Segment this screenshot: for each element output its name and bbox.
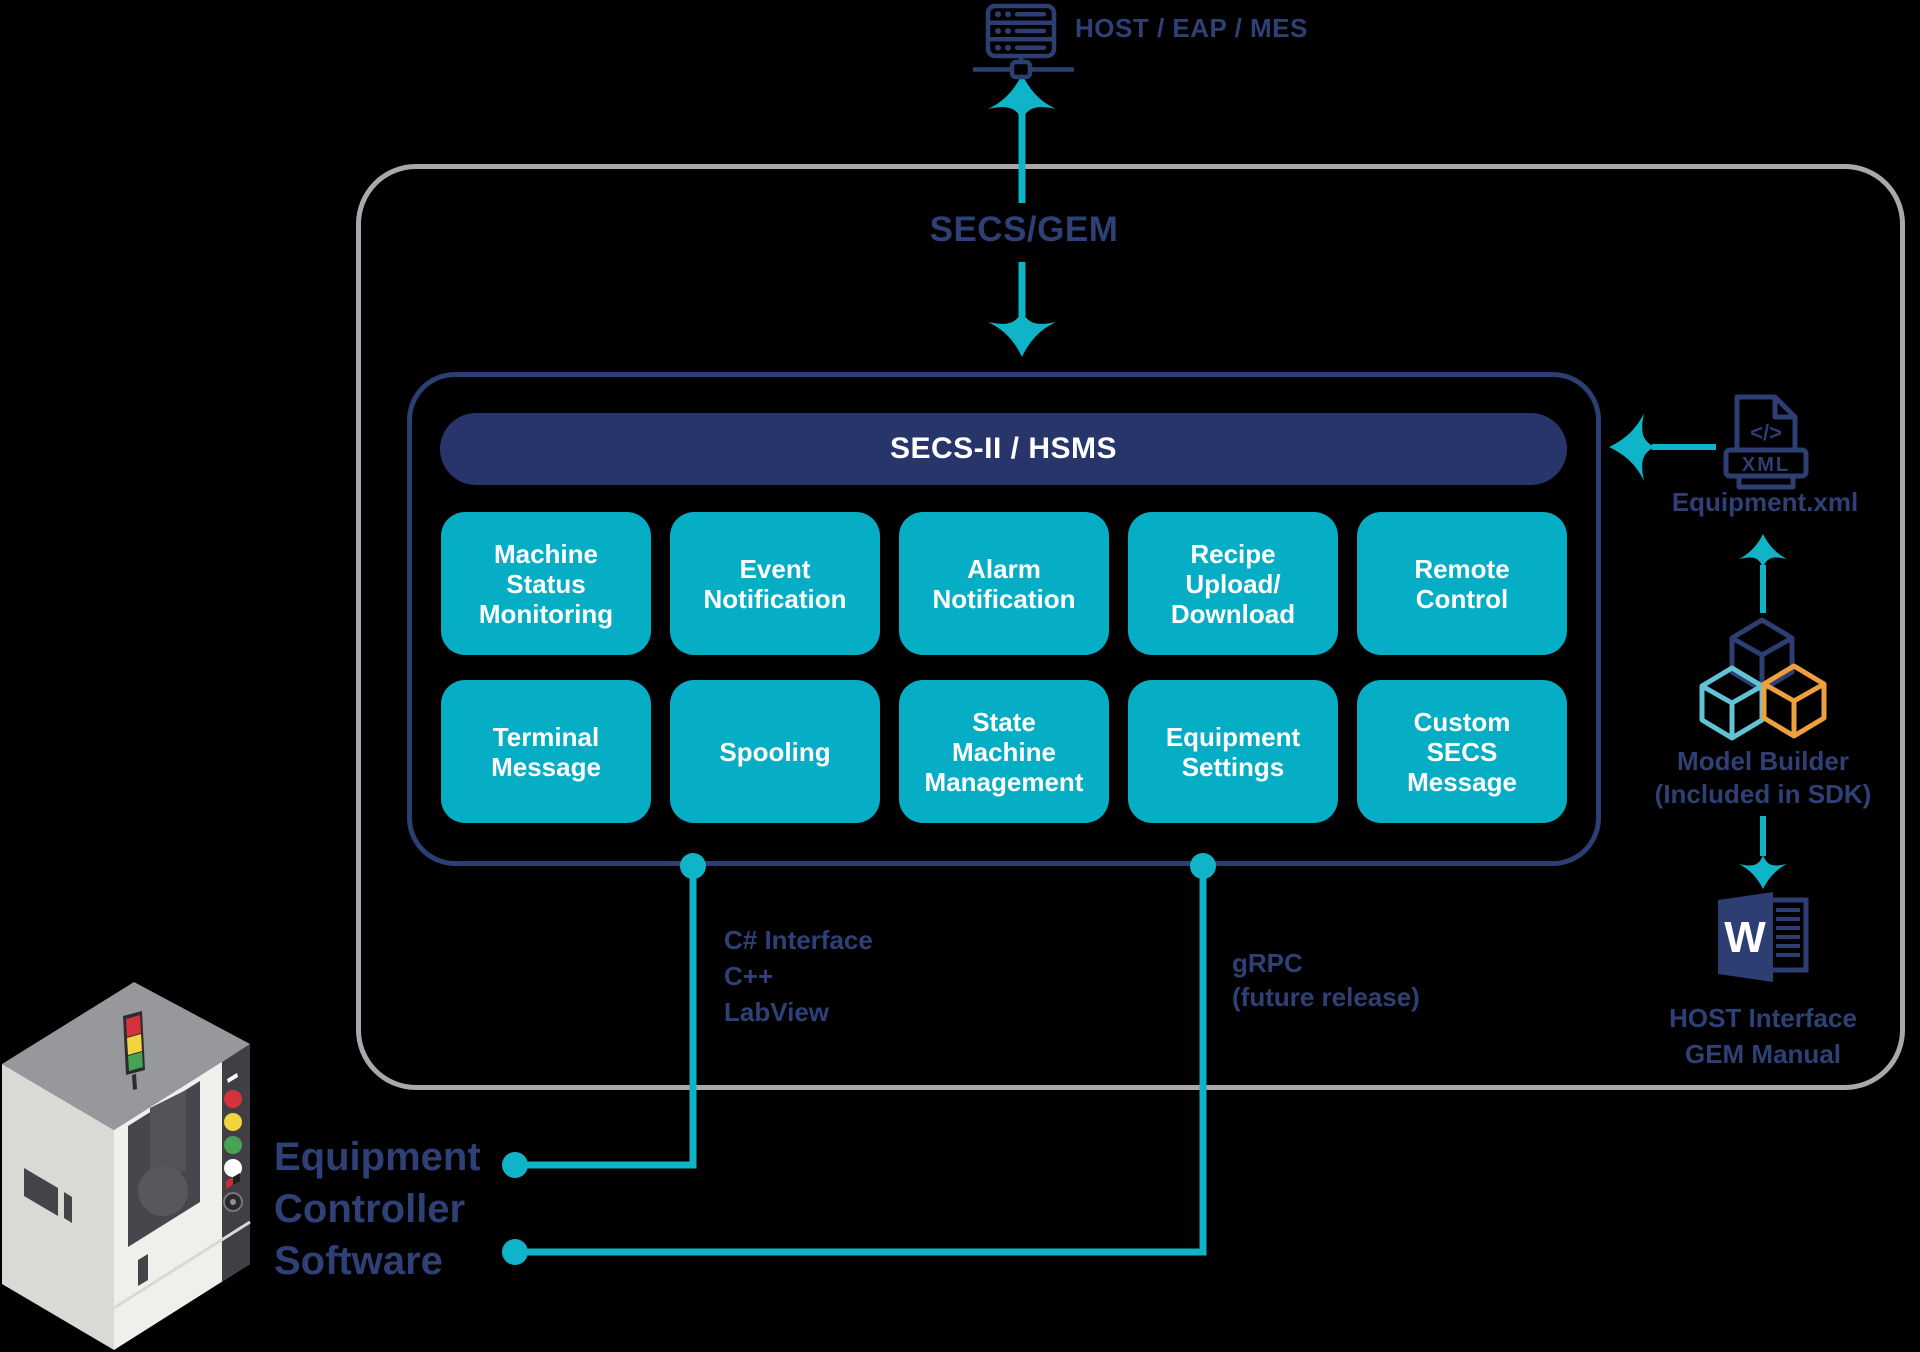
xml-file-icon: </> XML: [1723, 394, 1809, 490]
grpc-label: gRPC (future release): [1232, 948, 1420, 1012]
gem-feature-grid: Machine Status Monitoring Event Notifica…: [441, 512, 1567, 823]
xml-code-glyph: </>: [1750, 420, 1782, 445]
feature-alarm-notification: Alarm Notification: [899, 512, 1109, 655]
feature-equipment-settings: Equipment Settings: [1128, 680, 1338, 823]
feature-custom-secs-message: Custom SECS Message: [1357, 680, 1567, 823]
feature-remote-control: Remote Control: [1357, 512, 1567, 655]
secsgem-label: SECS/GEM: [929, 210, 1119, 249]
host-eap-mes-label: HOST / EAP / MES: [1075, 13, 1308, 43]
host-manual-label: HOST Interface GEM Manual: [1669, 1003, 1857, 1069]
model-builder-label: Model Builder (Included in SDK): [1654, 746, 1872, 809]
word-letter: W: [1724, 913, 1766, 962]
connector-node: [502, 1152, 528, 1178]
equipment-controller-software-label: Equipment Controller Software: [274, 1135, 481, 1283]
equipment-xml-label: Equipment.xml: [1671, 487, 1859, 517]
server-icon: [973, 3, 1074, 80]
cubes-icon: [1699, 617, 1827, 741]
equipment-machine-illustration: [2, 982, 251, 1350]
feature-machine-status-monitoring: Machine Status Monitoring: [441, 512, 651, 655]
secs-protocol-box: [407, 372, 1601, 866]
connector-node: [502, 1239, 528, 1265]
feature-recipe-upload-download: Recipe Upload/ Download: [1128, 512, 1338, 655]
word-document-icon: W: [1718, 892, 1809, 982]
secs2-hsms-header: SECS-II / HSMS: [440, 413, 1567, 485]
feature-terminal-message: Terminal Message: [441, 680, 651, 823]
feature-event-notification: Event Notification: [670, 512, 880, 655]
feature-spooling: Spooling: [670, 680, 880, 823]
csharp-interface-label: C# Interface C++ LabView: [724, 925, 873, 1027]
secs2-hsms-header-label: SECS-II / HSMS: [889, 432, 1118, 465]
feature-state-machine-management: State Machine Management: [899, 680, 1109, 823]
xml-badge-label: XML: [1742, 454, 1790, 476]
